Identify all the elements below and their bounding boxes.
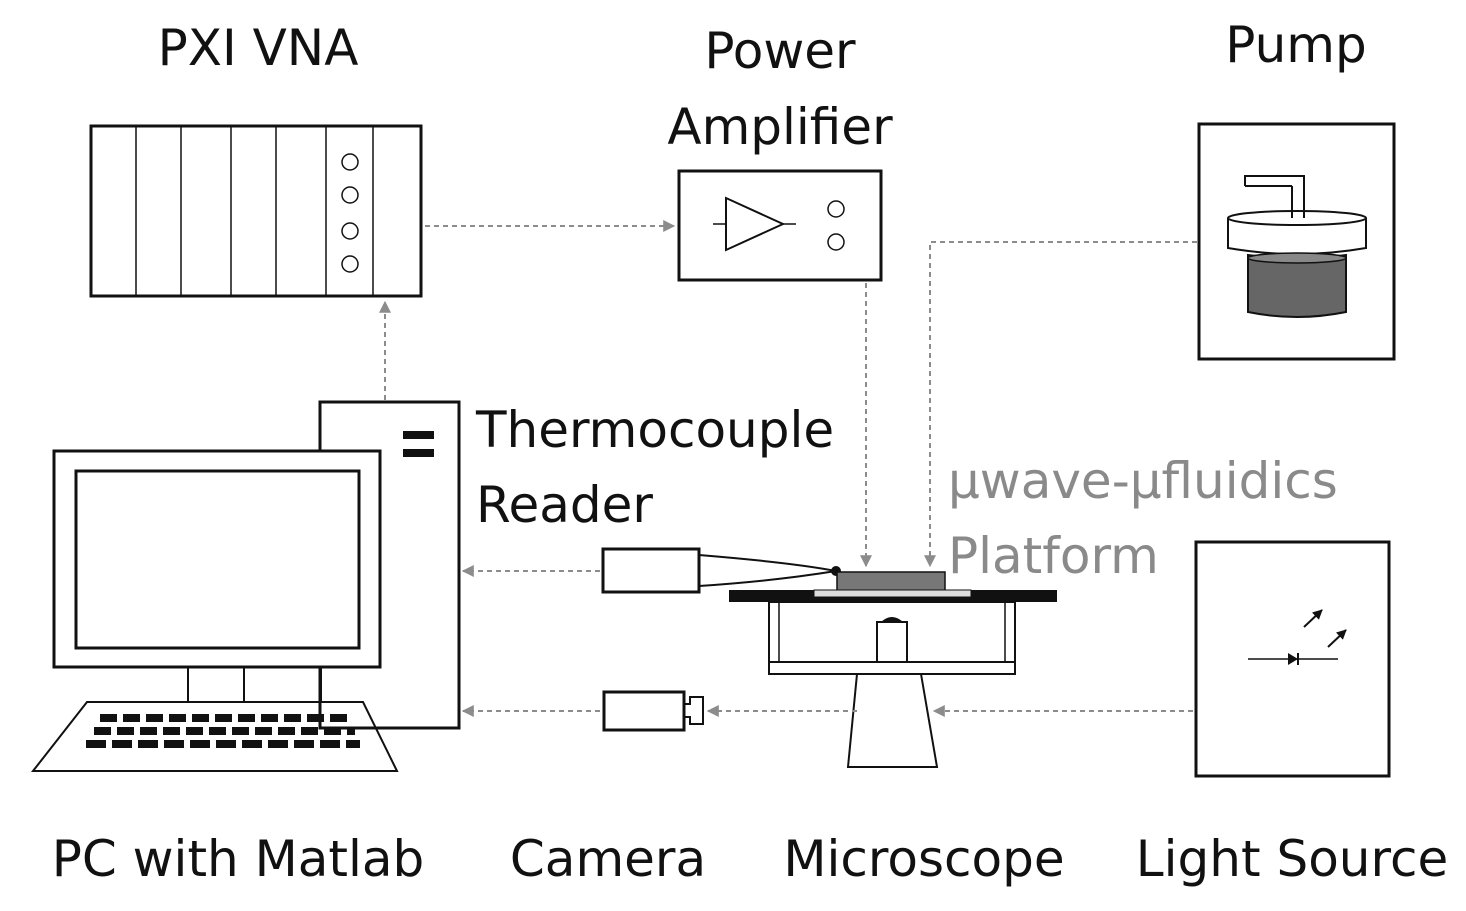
microscope-label: Microscope: [783, 830, 1064, 888]
led-light-icon: [1194, 540, 1391, 778]
thermocouple-reader-label-line1: Thermocouple: [475, 401, 834, 459]
rack-instrument-icon: [89, 124, 423, 298]
platform-label-line1: μwave-μfluidics: [948, 452, 1338, 510]
pump-label: Pump: [1225, 16, 1366, 74]
amplifier-triangle-icon: [677, 169, 883, 282]
camera-icon: [602, 690, 704, 732]
microscope-icon: [729, 571, 1057, 768]
desktop-computer-icon: [30, 400, 461, 772]
power-amplifier-label-line1: Power: [704, 22, 856, 80]
power-amplifier-label-line2: Amplifier: [667, 98, 893, 156]
pc-label: PC with Matlab: [52, 830, 425, 888]
thermocouple-reader-label-line2: Reader: [476, 476, 653, 534]
syringe-pump-icon: [1197, 122, 1396, 361]
camera-label: Camera: [510, 830, 706, 888]
platform-label-line2: Platform: [948, 527, 1159, 585]
connector-lines: [379, 220, 1197, 717]
pxi-vna-label: PXI VNA: [158, 19, 359, 77]
light-source-label: Light Source: [1136, 830, 1448, 888]
thermocouple-probe-icon: [601, 547, 841, 594]
keyboard-keys: [86, 714, 360, 748]
